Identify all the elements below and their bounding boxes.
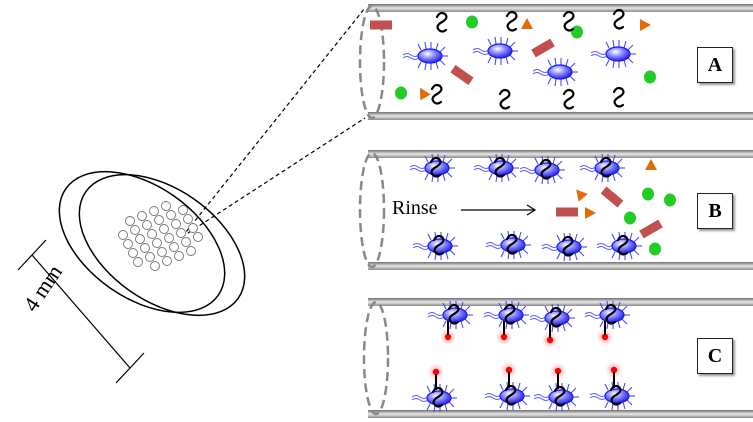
channel-end: [183, 214, 193, 224]
channel-end: [149, 206, 159, 216]
channel-end: [171, 219, 181, 229]
interferent-triangle: [640, 19, 651, 31]
channel-end: [140, 243, 150, 253]
tube-b: [358, 150, 753, 270]
channel-end: [123, 239, 133, 249]
probe: [498, 88, 511, 110]
channel-end: [125, 216, 135, 226]
tube-c: [362, 298, 753, 418]
probe: [562, 10, 575, 32]
probe: [430, 83, 443, 105]
channel-end: [193, 232, 203, 242]
channel-end: [176, 228, 186, 238]
interferent-triangle: [420, 87, 431, 101]
interferent-dot: [571, 25, 583, 39]
dimension-bar: [17, 239, 145, 384]
interferent-rod: [600, 186, 624, 208]
panel-label-c: C: [697, 338, 733, 374]
channel-bundle: [118, 201, 203, 271]
probe: [562, 88, 575, 110]
channel-end: [159, 224, 169, 234]
channel-end: [152, 238, 162, 248]
tube-a: [358, 4, 753, 120]
channel-end: [188, 223, 198, 233]
bacterium: [402, 41, 449, 71]
panel-label-a-text: A: [707, 53, 723, 76]
panel-label-a: A: [697, 47, 733, 83]
bacterium: [532, 57, 579, 87]
channel-end: [147, 229, 157, 239]
channel-end: [162, 256, 172, 266]
channel-end: [142, 220, 152, 230]
monolith-disk: [58, 170, 246, 317]
channel-end: [128, 248, 138, 258]
channel-end: [145, 252, 155, 262]
interferent-triangle: [521, 18, 533, 29]
channel-end: [135, 234, 145, 244]
channel-end: [166, 210, 176, 220]
interferent-dot: [664, 193, 676, 207]
probe: [435, 11, 448, 33]
channel-end: [150, 261, 160, 271]
interferent-triangle: [645, 159, 657, 170]
channel-end: [118, 230, 128, 240]
channel-end: [157, 247, 167, 257]
probe: [612, 8, 625, 30]
panel-label-b-text: B: [708, 199, 722, 222]
channel-end: [161, 201, 171, 211]
rinse-label: Rinse: [392, 197, 438, 219]
interferent-rod: [450, 65, 474, 85]
interferent-triangle: [576, 189, 588, 202]
channel-end: [178, 205, 188, 215]
channel-end: [154, 215, 164, 225]
channel-end: [169, 242, 179, 252]
interferent-rod: [531, 38, 555, 58]
channel-end: [137, 211, 147, 221]
interferent-dot: [466, 15, 478, 29]
bacterium: [590, 39, 637, 69]
interferent-dot: [644, 70, 656, 84]
interferent-dot: [649, 242, 661, 256]
interferent-triangle: [585, 207, 596, 219]
panel-label-b: B: [697, 193, 733, 229]
channel-end: [186, 246, 196, 256]
interferent-dot: [624, 211, 636, 225]
rinse-arrow: [461, 204, 537, 216]
channel-end: [164, 233, 174, 243]
panel-label-c-text: C: [707, 344, 723, 367]
interferent-rod: [370, 20, 392, 30]
channel-end: [174, 251, 184, 261]
probe: [505, 10, 518, 32]
interferent-dot: [642, 187, 654, 201]
probe: [612, 86, 625, 108]
interferent-rod: [556, 207, 578, 217]
interferent-rod: [639, 219, 663, 239]
interferent-dot: [395, 86, 407, 100]
bacterium: [472, 36, 519, 66]
zoom-lines: [181, 7, 366, 238]
channel-end: [133, 257, 143, 267]
channel-end: [130, 225, 140, 235]
channel-end: [181, 237, 191, 247]
